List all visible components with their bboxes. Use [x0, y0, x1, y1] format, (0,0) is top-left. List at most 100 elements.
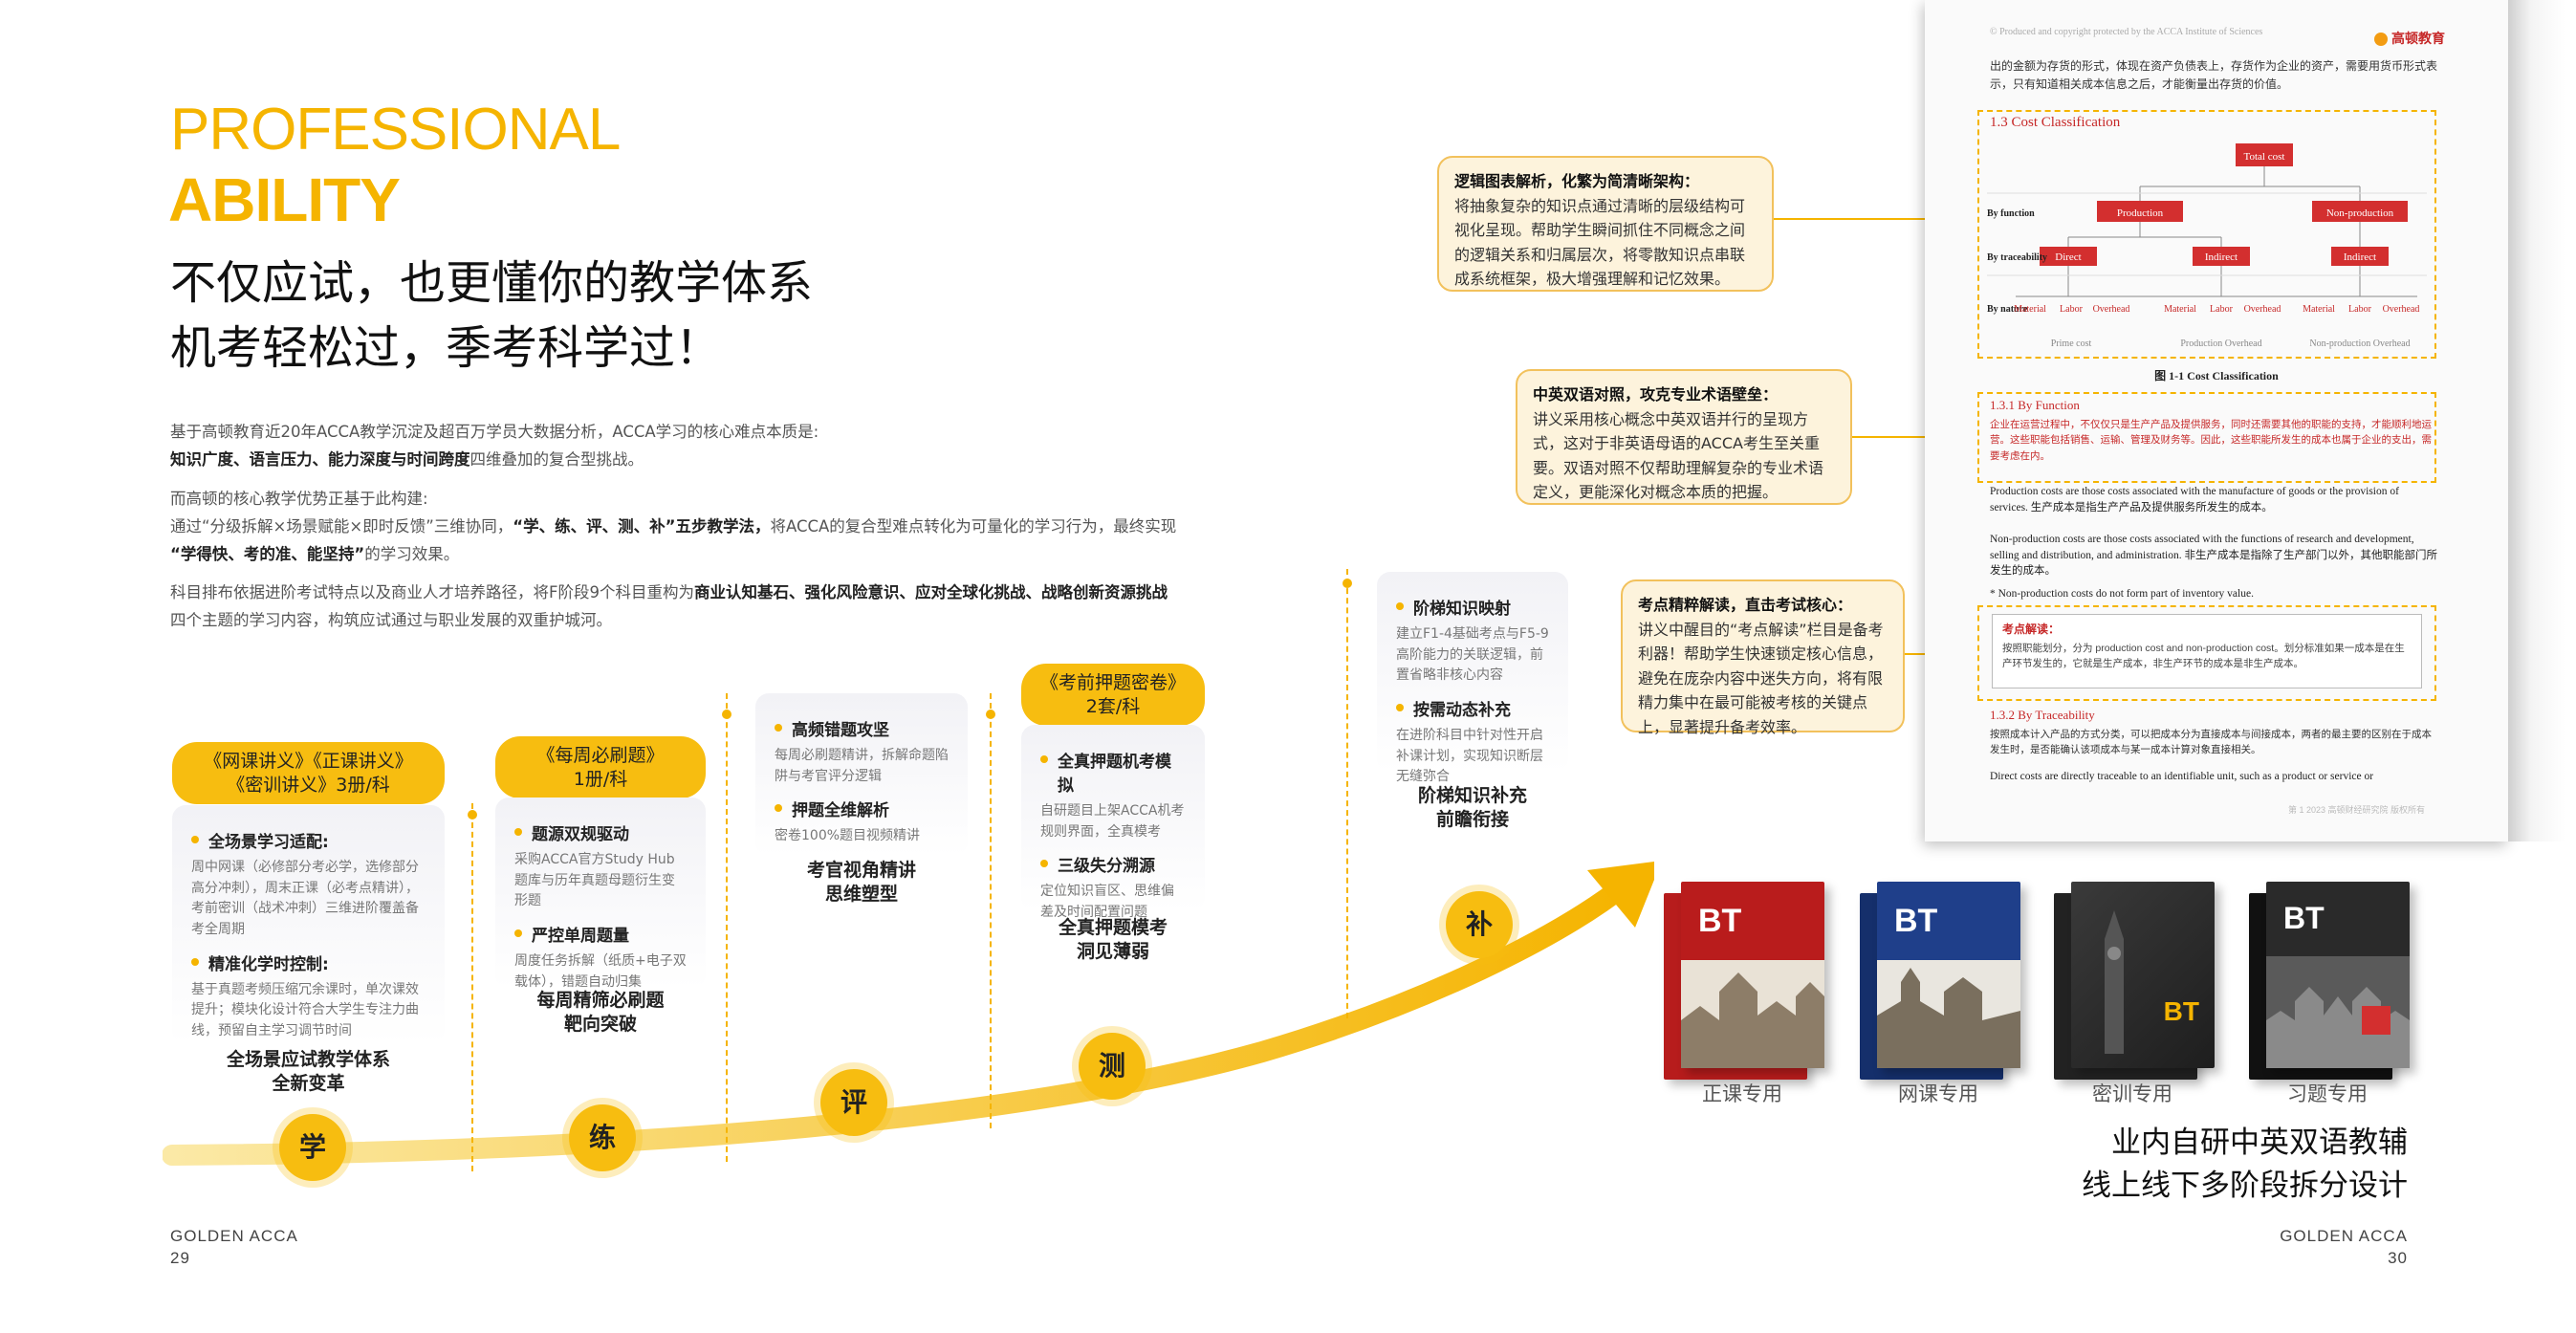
node-indirect-1-label: Indirect — [2205, 251, 2238, 263]
step-3-item-2-desc: 密卷100%题目视频精讲 — [775, 828, 921, 844]
step-3-caption-line-1: 考官视角精讲 — [806, 860, 916, 881]
step-5-item-2-title: 按需动态补充 — [1396, 696, 1549, 720]
step-4-caption: 全真押题模考 洞见薄弱 — [1021, 916, 1205, 963]
slogan-line-2: 线上线下多阶段拆分设计 — [2082, 1168, 2408, 1203]
callout-2-title: 中英双语对照，攻克专业术语壁垒： — [1533, 385, 1779, 404]
page-title: 不仅应试，也更懂你的教学体系 机考轻松过，季考科学过！ — [170, 251, 813, 381]
section-title: 1.3 Cost Classification — [1990, 115, 2121, 130]
p2-line-b: 通过“分级拆解×场景赋能×即时反馈”三维协同，“学、练、评、测、补”五步教学法，… — [170, 514, 1232, 541]
title-line-1: 不仅应试，也更懂你的教学体系 — [170, 256, 814, 310]
book-3-brand: BT — [2163, 996, 2199, 1026]
p3-line-b: 四个主题的学习内容，构筑应试通过与职业发展的双重护城河。 — [170, 610, 612, 629]
divider-dot-4 — [1343, 579, 1352, 588]
step-1-circle: 学 — [279, 1114, 346, 1181]
step-4-item-1-desc: 自研题目上架ACCA机考规则界面，全真模考 — [1040, 803, 1185, 840]
node-non-production-label: Non-production — [2326, 208, 2394, 219]
p1-line-a: 基于高顿教育近20年ACCA教学沉淀及超百万学员大数据分析，ACCA学习的核心难… — [170, 423, 819, 441]
step-1-tag-line-2: 《密训讲义》3册/科 — [227, 774, 390, 796]
callout-1-body: 将抽象复杂的知识点通过清晰的层级结构可视化呈现。帮助学生瞬间抓住不同概念之间的逻… — [1454, 196, 1746, 289]
step-5-caption-line-2: 前瞻衔接 — [1435, 808, 1509, 830]
node-production — [2097, 201, 2183, 222]
inventory-note: * Non-production costs do not form part … — [1990, 588, 2254, 600]
node-non-production — [2312, 201, 2408, 222]
step-2-tag-line-2: 1册/科 — [573, 768, 628, 790]
right-slogan: 业内自研中英双语教辅 线上线下多阶段拆分设计 — [2082, 1122, 2408, 1208]
step-2-item-2-desc: 周度任务拆解（纸质+电子双载体），错题自动归集 — [514, 953, 687, 990]
footer-right: GOLDEN ACCA 30 — [2280, 1226, 2408, 1270]
textbook-page: © Produced and copyright protected by th… — [1925, 0, 2508, 841]
step-1-card: 全场景学习适配: 周中网课（必修部分考必学，选修部分高分冲刺），周末正课（必考点… — [172, 805, 445, 1044]
cost-classification-diagram: Total cost Production Non-production Dir… — [1987, 143, 2427, 349]
book-4: BT — [2249, 882, 2440, 1102]
nature-9: Overhead — [2383, 304, 2420, 315]
node-indirect-1 — [2193, 247, 2250, 266]
book-4-label: 习题专用 — [2287, 1082, 2368, 1105]
nature-2: Labor — [2060, 304, 2084, 315]
step-3-card: 高频错题攻坚 每周必刷题精讲，拆解命题陷阱与考官评分逻辑 押题全维解析 密卷10… — [755, 693, 968, 856]
page-brand: 高顿教育 — [2374, 29, 2445, 48]
step-2-item-1-title: 题源双规驱动 — [514, 820, 687, 844]
step-3-item-2-title: 押题全维解析 — [775, 797, 949, 820]
sub2-title: 1.3.2 By Traceability — [1990, 708, 2095, 722]
book-2-cover: BT — [1877, 882, 2020, 1068]
step-1-item-1-title: 全场景学习适配: — [191, 828, 426, 852]
step-4-tag-line-1: 《考前押题密卷》 — [1039, 672, 1186, 693]
key-point-frame — [1977, 605, 2436, 701]
p2-line-a: 而高顿的核心教学优势正基于此构建: — [170, 490, 428, 508]
divider-3 — [990, 693, 992, 1128]
title-line-2: 机考轻松过，季考科学过！ — [170, 321, 722, 376]
step-3-item-1-title: 高频错题攻坚 — [775, 716, 949, 740]
book-1: BT — [1664, 882, 1855, 1102]
step-2-caption-line-2: 靶向突破 — [563, 1013, 637, 1035]
step-3-caption-line-2: 思维塑型 — [824, 883, 898, 905]
nature-5: Labor — [2210, 304, 2234, 315]
step-1-caption: 全场景应试教学体系 全新变革 — [172, 1048, 445, 1095]
book-2-label: 网课专用 — [1898, 1082, 1978, 1105]
slogan-line-1: 业内自研中英双语教辅 — [2111, 1125, 2408, 1160]
row-label-function: By function — [1987, 208, 2035, 219]
p2-bold-2: “学得快、考的准、能坚持” — [170, 544, 365, 563]
page-header: © Produced and copyright protected by th… — [1990, 27, 2263, 37]
step-4-card: 全真押题机考模拟 自研题目上架ACCA机考规则界面，全真模考 三级失分溯源 定位… — [1021, 725, 1205, 920]
curve-arrowhead — [1587, 862, 1654, 928]
book-1-brand: BT — [1698, 903, 1742, 939]
direct-costs: Direct costs are directly traceable to a… — [1990, 771, 2374, 782]
step-5-caption-line-1: 阶梯知识补充 — [1417, 785, 1527, 806]
brand-logo-icon — [2374, 33, 2388, 47]
callout-key-points: 考点精粹解读，直击考试核心： 讲义中醒目的“考点解读”栏目是备考利器！帮助学生快… — [1621, 579, 1905, 736]
node-indirect-2 — [2331, 247, 2389, 266]
step-5-card: 阶梯知识映射 建立F1-4基础考点与F5-9高阶能力的关联逻辑，前置省略非核心内… — [1377, 572, 1568, 784]
callout-diagram: 逻辑图表解析，化繁为简清晰架构： 将抽象复杂的知识点通过清晰的层级结构可视化呈现… — [1437, 156, 1774, 292]
intro-paragraph-2: 而高顿的核心教学优势正基于此构建: 通过“分级拆解×场景赋能×即时反馈”三维协同… — [170, 486, 1232, 569]
nature-8: Labor — [2348, 304, 2372, 315]
step-5-item-1-desc: 建立F1-4基础考点与F5-9高阶能力的关联逻辑，前置省略非核心内容 — [1396, 626, 1549, 684]
diagram-frame — [1977, 110, 2436, 359]
eyebrow-professional: PROFESSIONAL — [170, 97, 621, 163]
bottom-production-overhead: Production Overhead — [2180, 339, 2261, 349]
intro-paragraph-3: 科目排布依据进阶考试特点以及商业人才培养路径，将F阶段9个科目重构为商业认知基石… — [170, 579, 1232, 635]
step-2-caption-line-1: 每周精筛必刷题 — [536, 990, 665, 1011]
node-total-cost — [2236, 143, 2293, 166]
p3-pre: 科目排布依据进阶考试特点以及商业人才培养路径，将F阶段9个科目重构为 — [170, 583, 694, 601]
step-5-circle: 补 — [1446, 891, 1513, 958]
bottom-prime-cost: Prime cost — [2051, 339, 2092, 349]
row-label-nature: By nature — [1987, 304, 2028, 315]
step-2-circle: 练 — [569, 1104, 636, 1171]
step-4-caption-line-2: 洞见薄弱 — [1076, 940, 1149, 962]
node-production-label: Production — [2117, 208, 2164, 219]
step-1-item-1-desc: 周中网课（必修部分考必学，选修部分高分冲刺），周末正课（必考点精讲），考前密训（… — [191, 860, 419, 938]
p3-bold: 商业认知基石、强化风险意识、应对全球化挑战、战略创新资源挑战 — [694, 583, 1168, 601]
page-curl-shadow — [2508, 0, 2565, 841]
book-2-building-icon — [1877, 968, 2020, 1068]
p1-rest: 四维叠加的复合型挑战。 — [469, 449, 644, 469]
divider-2 — [726, 693, 728, 1162]
step-4-item-2-desc: 定位知识盲区、思维偏差及时间配置问题 — [1040, 884, 1174, 921]
step-1-caption-line-1: 全场景应试教学体系 — [226, 1049, 390, 1070]
key-point-title: 考点解读： — [2002, 623, 2061, 636]
node-indirect-2-label: Indirect — [2344, 251, 2376, 263]
step-4-tag: 《考前押题密卷》 2套/科 — [1021, 664, 1205, 727]
book-4-cover: BT — [2266, 882, 2410, 1068]
function-frame — [1977, 392, 2436, 483]
nature-1: Material — [2014, 304, 2046, 315]
node-direct — [2040, 247, 2097, 266]
